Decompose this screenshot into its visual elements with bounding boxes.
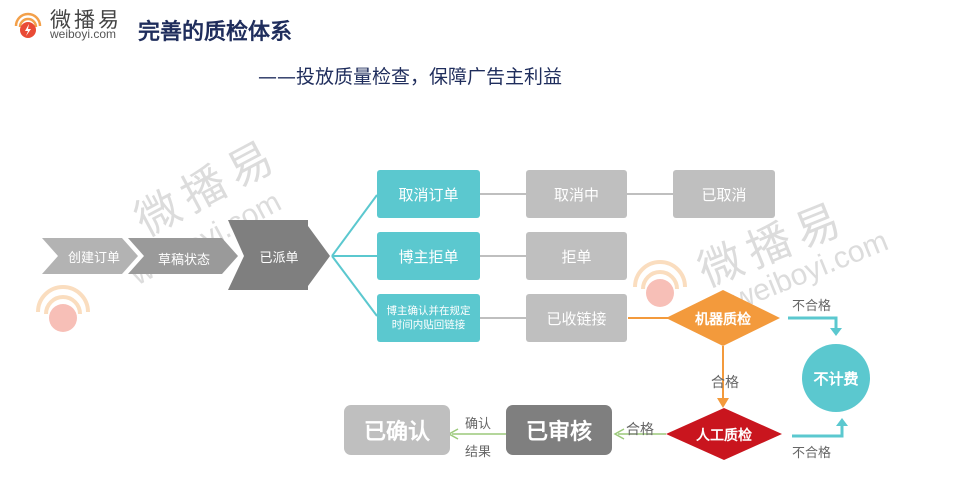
logo-domain: weiboyi.com — [50, 27, 117, 41]
reviewed-box: 已审核 — [506, 405, 612, 455]
stage-dispatched: 已派单 — [259, 251, 299, 266]
stage-arrow — [128, 238, 238, 274]
logo-icon — [14, 12, 42, 38]
no-charge-circle: 不计费 — [802, 344, 870, 412]
manual-check-diamond — [666, 408, 782, 460]
fail-label: 不合格 — [792, 446, 832, 461]
watermark-logo-icon — [36, 285, 90, 332]
link-received-box: 已收链接 — [526, 294, 627, 342]
confirm-result-label: 确认 — [465, 417, 492, 432]
stage-draft: 草稿状态 — [157, 253, 210, 268]
manual-check-label: 人工质检 — [696, 428, 752, 444]
blogger-reject-box: 博主拒单 — [377, 232, 480, 280]
pass-label: 合格 — [626, 422, 654, 438]
cancelled-box: 已取消 — [673, 170, 775, 218]
pass-label: 合格 — [711, 375, 739, 391]
no-charge-label: 不计费 — [813, 369, 859, 388]
stage-arrow — [42, 238, 138, 274]
page-title: 完善的质检体系 — [138, 20, 293, 45]
confirmed-box: 已确认 — [344, 405, 450, 455]
machine-check-label: 机器质检 — [695, 312, 751, 328]
fail-label: 不合格 — [792, 299, 832, 314]
logo-text: 微播易 — [50, 8, 122, 32]
confirm-post-box: 博主确认并在规定时间内贴回链接 — [377, 294, 480, 342]
stage-create-order: 创建订单 — [67, 251, 120, 266]
rejected-box: 拒单 — [526, 232, 627, 280]
machine-check-diamond — [666, 290, 780, 346]
stage-arrow — [228, 220, 330, 290]
watermark-logo-icon — [633, 260, 687, 307]
cancel-order-box: 取消订单 — [377, 170, 480, 218]
cancelling-box: 取消中 — [526, 170, 627, 218]
page-subtitle: ——投放质量检查，保障广告主利益 — [258, 66, 563, 88]
confirm-result-label: 结果 — [465, 445, 492, 460]
